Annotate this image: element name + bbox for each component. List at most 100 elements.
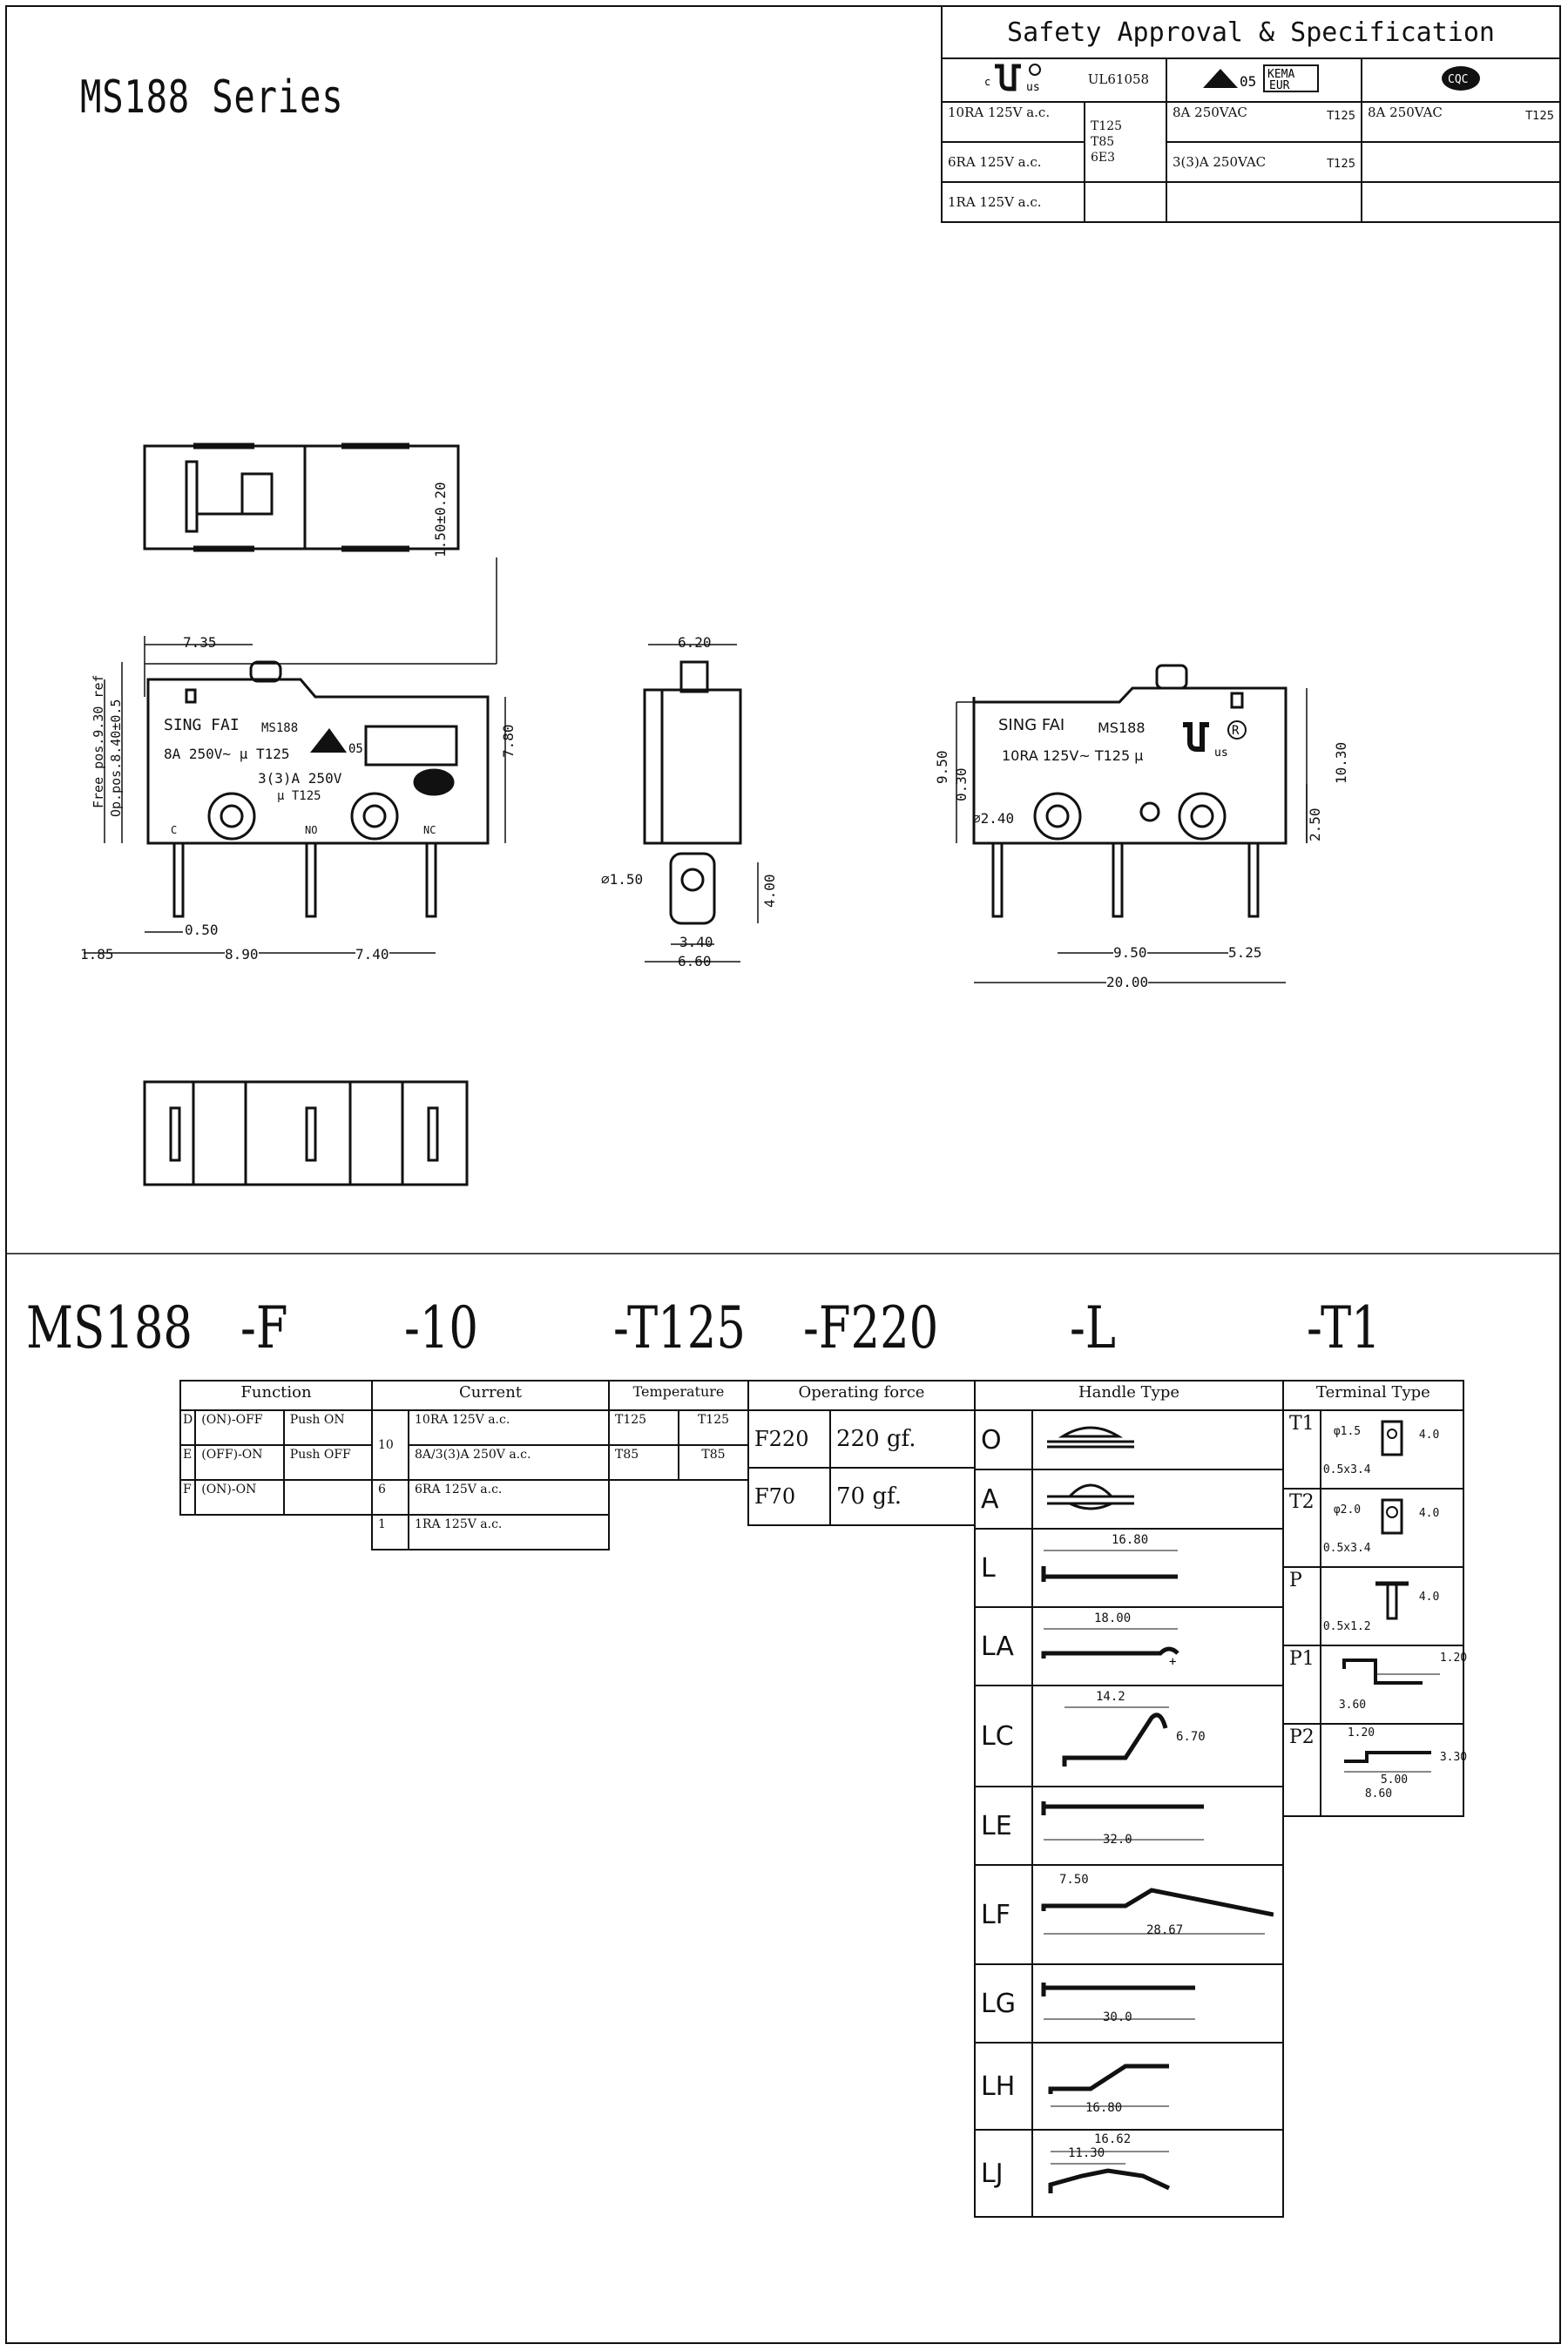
back-dim-pitch-2: 5.25 [1228,944,1262,961]
terminal-dim: 0.5x3.4 [1322,1463,1371,1476]
temperature-value: T125 [677,1409,750,1446]
terminal-code: P [1282,1566,1321,1646]
terminal-t2-icon [1381,1498,1403,1535]
handle-code: LF [974,1864,1033,1965]
terminal-dim: 5.00 [1380,1773,1409,1787]
force-value: 220 gf. [829,1409,976,1469]
front-rating-3: μ T125 [277,789,321,803]
current-rating: 8A/3(3)A 250V a.c. [408,1444,610,1481]
cqc-mark-icon: CQC [1439,66,1483,97]
ul-temp-3: 6E3 [1091,151,1116,165]
svg-text:05: 05 [1240,73,1256,90]
current-header: Current [371,1380,610,1411]
ul-rating-1: 10RA 125V a.c. [941,101,1085,143]
front-rating-1: 8A 250V~ μ T125 [164,746,290,762]
terminal-dim: 3.60 [1338,1699,1367,1712]
front-dim-pitch-1: 8.90 [225,946,259,963]
handle-o-icon [1047,1426,1134,1449]
force-code: F70 [747,1467,831,1526]
handle-code: A [974,1469,1033,1530]
terminal-code: P2 [1282,1723,1321,1817]
terminal-dim: 0.5x1.2 [1322,1620,1371,1633]
handle-code: LH [974,2042,1033,2131]
back-model: MS188 [1098,719,1146,736]
force-header: Operating force [747,1380,976,1411]
back-dim-hole: ∅2.40 [972,810,1015,827]
function-mode: (ON)-OFF [194,1409,285,1446]
back-dim-pin: 2.50 [1307,807,1323,841]
current-code: 6 [371,1479,409,1516]
svg-text:KEMA: KEMA [1267,68,1294,81]
handle-a-icon [1047,1483,1134,1510]
svg-text:us: us [1214,747,1228,758]
handle-code: LC [974,1685,1033,1787]
side-dim-hole: ∅1.50 [601,871,644,888]
terminal-dim: 3.30 [1439,1751,1468,1764]
front-model: MS188 [261,721,299,735]
side-dim-pin-length: 4.00 [761,874,778,908]
handle-code: LJ [974,2129,1033,2218]
ul-file: UL61058 [1087,71,1150,87]
function-code: F [179,1479,197,1516]
front-dim-top-left: 7.35 [183,634,217,651]
front-dim-op-pos: Op.pos.8.40±0.5 [108,699,124,817]
handle-code: LE [974,1786,1033,1866]
handle-dim: 30.0 [1103,2010,1132,2024]
function-push: Push ON [282,1409,374,1446]
svg-text:R: R [1232,724,1240,738]
handle-dim: 16.80 [1112,1533,1149,1547]
handle-dim: 11.30 [1068,2146,1105,2160]
front-enec-icon: 05 [307,723,368,761]
front-dim-left-offset: 1.85 [80,946,114,963]
back-brand: SING FAI [998,716,1065,734]
series-title: MS188 Series [80,71,344,124]
terminal-p2-icon [1343,1751,1431,1773]
handle-dim: 28.67 [1146,1923,1184,1937]
terminal-t1-icon [1381,1420,1403,1456]
front-dim-pitch-2: 7.40 [355,946,389,963]
code-part-handle: -L [1070,1294,1116,1361]
temperature-code: T125 [608,1409,679,1446]
side-view [643,660,742,925]
handle-lh-icon [1048,2064,1169,2107]
outer-frame [5,5,1561,2344]
terminal-dim: 0.5x3.4 [1322,1542,1371,1555]
front-brand: SING FAI [164,716,240,734]
terminal-dim: 1.20 [1347,1726,1375,1740]
pin-label-c: C [171,824,178,836]
handle-dim: 32.0 [1103,1833,1132,1847]
handle-dim: 18.00 [1094,1611,1132,1625]
current-code: 1 [371,1514,409,1550]
current-code: 10 [371,1409,409,1481]
terminal-code: T1 [1282,1409,1321,1490]
front-dim-plunger: 1.50±0.20 [432,482,449,557]
function-code: D [179,1409,197,1446]
function-code: E [179,1444,197,1481]
handle-dim: 16.80 [1085,2101,1123,2115]
handle-dim: 14.2 [1096,1690,1125,1704]
terminal-code: T2 [1282,1488,1321,1568]
temperature-header: Temperature [608,1380,749,1411]
code-part-force: -F220 [803,1294,939,1361]
back-dim-h2: 0.30 [953,767,970,801]
pin-label-no: NO [305,824,318,836]
current-rating: 10RA 125V a.c. [408,1409,610,1446]
terminal-p1-icon [1342,1659,1440,1685]
terminal-p-icon [1375,1581,1409,1620]
handle-lc-icon [1062,1706,1169,1767]
handle-lf-icon [1041,1888,1274,1935]
back-dim-h1: 9.50 [934,750,950,784]
enec-rating-1: 8A 250VAC [1173,105,1247,120]
side-dim-pin-width: 3.40 [679,934,713,950]
handle-la-icon: + [1041,1628,1179,1669]
code-part-current: -10 [404,1294,479,1361]
terminal-header: Terminal Type [1282,1380,1464,1411]
function-header: Function [179,1380,373,1411]
enec-temp-2: T125 [1327,157,1355,171]
